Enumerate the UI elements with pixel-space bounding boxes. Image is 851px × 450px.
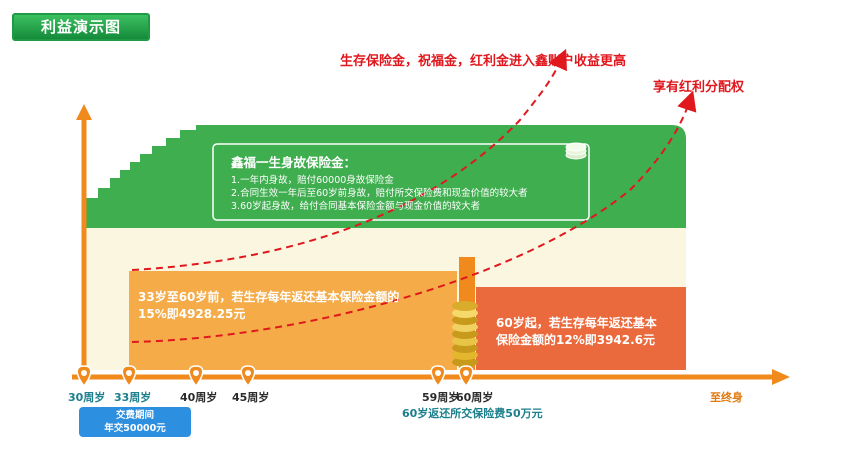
- banner-dividend-text: 享有红利分配权: [653, 80, 745, 95]
- page-title: 利益演示图: [40, 18, 121, 36]
- age-label-60: 60周岁: [456, 391, 494, 404]
- age-label-59: 59周岁: [422, 391, 460, 404]
- horizontal-axis-arrow: [772, 369, 790, 385]
- death-benefit-line-3: 3.60岁起身故，给付合同基本保险金额与现金价值的较大者: [231, 201, 481, 212]
- age-label-30: 30周岁: [68, 391, 106, 404]
- refund-note: 60岁返还所交保险费50万元: [402, 407, 543, 420]
- lifetime-label: 至终身: [710, 391, 743, 404]
- timeline-pin-45: [240, 365, 256, 388]
- timeline-pin-30: [76, 365, 92, 388]
- timeline-pin-40: [188, 365, 204, 388]
- survival-before-60-line-2: 15%即4928.25元: [138, 307, 246, 321]
- age-label-40: 40周岁: [180, 391, 218, 404]
- gold-coins-icon: [452, 301, 478, 367]
- timeline-pin-59: [430, 365, 446, 388]
- banner-top-text: 生存保险金，祝福金，红利金进入鑫账户收益更高: [340, 54, 627, 69]
- coin-stack-icon: [565, 142, 587, 160]
- payment-period-line-1: 交费期间: [115, 410, 154, 421]
- survival-after-60-line-1: 60岁起，若生存每年返还基本: [496, 316, 657, 330]
- title-badge: 利益演示图: [12, 13, 150, 41]
- death-benefit-line-1: 1.一年内身故，赔付60000身故保险金: [231, 175, 394, 186]
- vertical-axis-arrow: [76, 104, 92, 120]
- survival-after-60-line-2: 保险金额的12%即3942.6元: [496, 333, 656, 347]
- lower-dashed-curve: [131, 90, 697, 343]
- death-benefit-title: 鑫福一生身故保险金：: [231, 155, 357, 170]
- timeline-pin-60: [458, 365, 474, 388]
- survival-box-after-60: [476, 287, 686, 370]
- timeline-pin-33: [121, 365, 137, 388]
- survival-before-60-line-1: 33岁至60岁前，若生存每年返还基本保险金额的: [138, 290, 400, 304]
- payment-period-line-2: 年交50000元: [104, 423, 166, 434]
- payment-period-box: 交费期间 年交50000元: [79, 407, 191, 437]
- age-label-33: 33周岁: [114, 391, 152, 404]
- green-stair-area: [86, 125, 686, 370]
- survival-box-before-60: [129, 271, 457, 370]
- death-benefit-box: [212, 143, 590, 221]
- death-benefit-line-2: 2.合同生效一年后至60岁前身故，赔付所交保险费和现金价值的较大者: [231, 188, 528, 199]
- age-label-45: 45周岁: [232, 391, 270, 404]
